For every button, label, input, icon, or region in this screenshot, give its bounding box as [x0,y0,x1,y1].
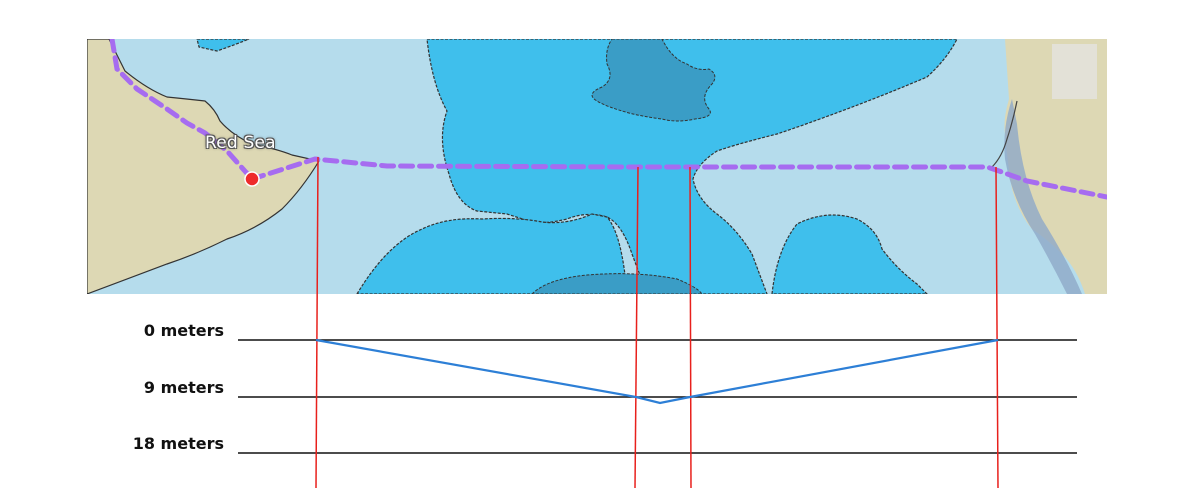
deep-water-lower-left [355,213,628,295]
marker-line-1 [315,156,319,489]
depth-label-9m: 9 meters [143,378,224,397]
map-panel[interactable]: Red Sea [86,36,1110,295]
route-line-main [249,156,1110,200]
map-svg [86,36,1110,295]
depth-label-0m: 0 meters [143,321,224,340]
place-label-red-sea: Red Sea [205,133,276,153]
marker-line-4 [995,166,999,489]
relief-patch [1052,44,1097,99]
land-left [86,38,320,295]
deep-water-upper-left [196,38,250,52]
route-line [109,36,255,182]
land-right [1004,39,1107,294]
deepest-water-bottom [530,273,703,295]
marker-line-2 [634,166,639,489]
deepest-water-top [591,38,716,122]
depth-label-18m: 18 meters [132,434,224,453]
depth-profile-line [315,338,999,405]
marker-line-3 [689,166,692,489]
deep-water-lower-right [771,214,929,295]
right-shore-strip [1004,99,1082,294]
location-marker[interactable] [244,171,260,187]
right-coastline [991,100,1018,168]
